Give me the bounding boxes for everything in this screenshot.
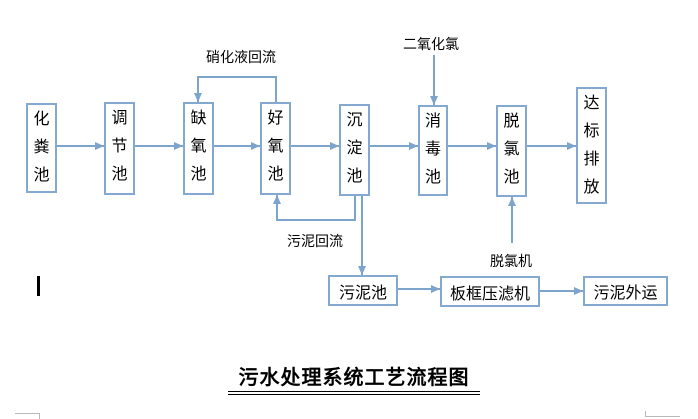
box-dechlorination-tank: 脱氯池	[496, 105, 527, 197]
arrow-nitrification-return-loop	[194, 76, 277, 102]
label-nitrification-return: 硝化液回流	[206, 49, 276, 65]
label-dechlorination-machine: 脱氯机	[490, 253, 532, 269]
box-regulating-tank: 调节池	[104, 102, 135, 195]
box-discharge: 达标排放	[576, 87, 607, 204]
arrow-sludge-return-loop	[273, 195, 356, 221]
box-sedimentation-tank: 沉淀池	[339, 104, 370, 196]
table-border-fragment-right	[645, 416, 680, 417]
table-border-fragment-right-tick	[645, 411, 646, 417]
box-aerobic-tank: 好氧池	[260, 102, 291, 195]
box-sludge-tank: 污泥池	[328, 275, 398, 306]
label-chlorine-dioxide: 二氧化氯	[403, 36, 459, 52]
table-border-fragment-left-tick	[39, 413, 40, 419]
table-border-fragment-left	[15, 413, 40, 414]
label-sludge-return: 污泥回流	[287, 233, 343, 249]
diagram-title: 污水处理系统工艺流程图	[228, 361, 480, 395]
text-cursor	[37, 276, 40, 296]
box-sludge-out: 污泥外运	[583, 276, 668, 306]
box-septic-tank: 化粪池	[26, 103, 57, 193]
box-disinfection-tank: 消毒池	[418, 105, 448, 196]
box-filter-press: 板框压滤机	[440, 276, 540, 307]
box-anoxic-tank: 缺氧池	[183, 102, 214, 195]
